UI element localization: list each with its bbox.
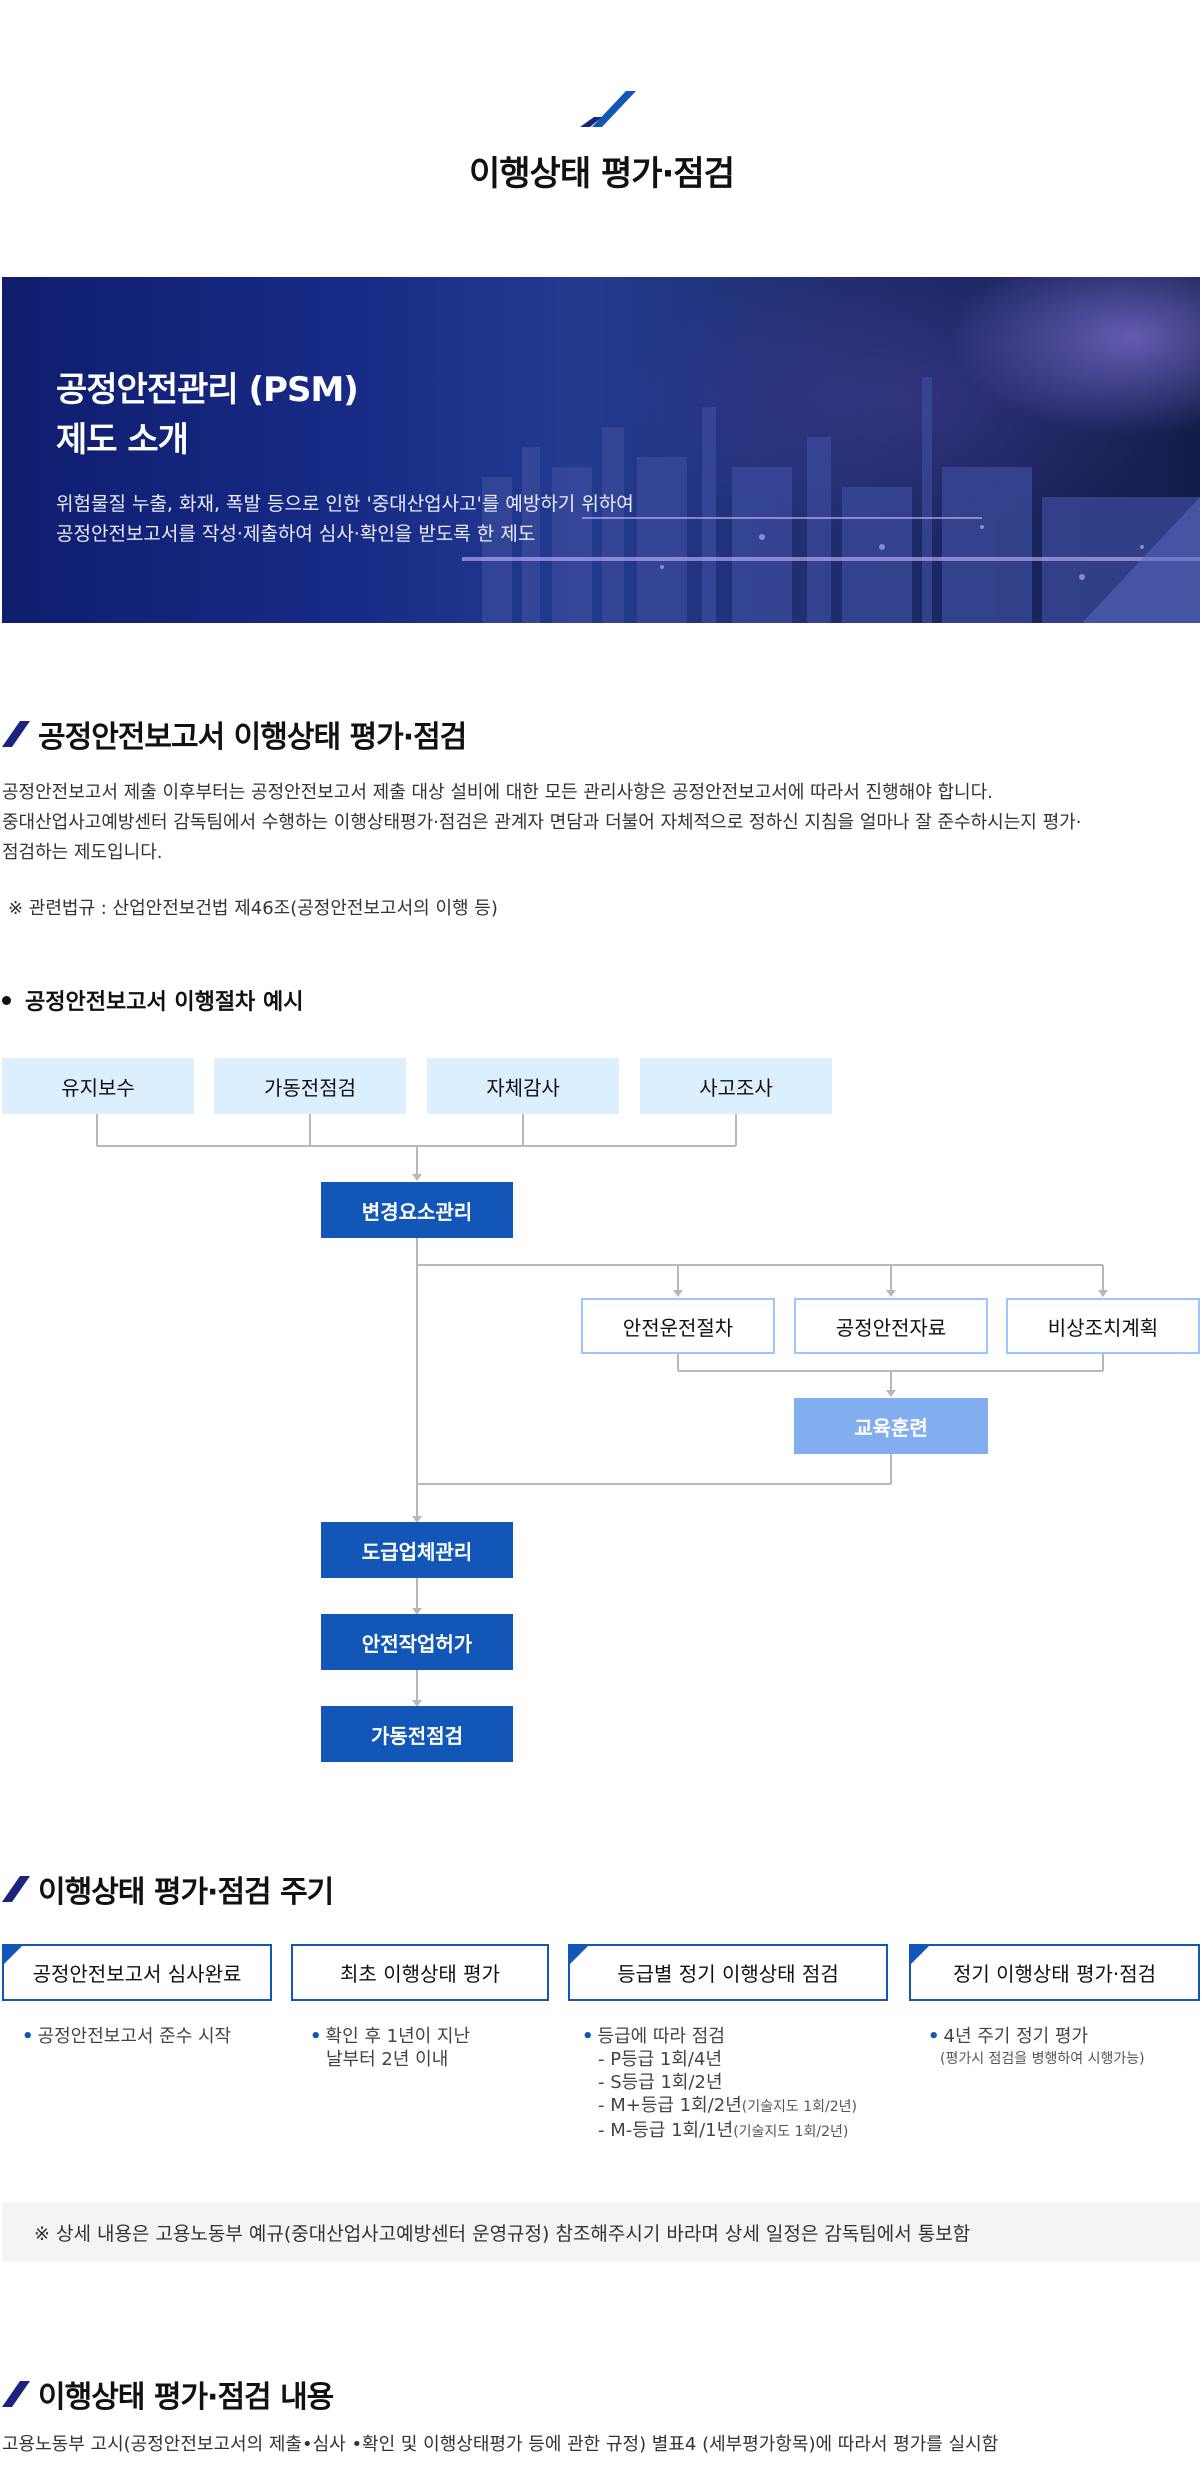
section-slash-icon (2, 721, 30, 747)
cycle-list-periodic-evaluation: •4년 주기 정기 평가 (평가시 점검을 병행하여 시행가능) (928, 2025, 1145, 2071)
list-item: 날부터 2년 이내 (326, 2049, 449, 2070)
flow-box-training: 교육훈련 (794, 1398, 988, 1454)
cycle-list-review-complete: •공정안전보고서 준수 시작 (22, 2025, 231, 2048)
section-title-text: 이행상태 평가·점검 주기 (38, 1875, 334, 1910)
list-item: 확인 후 1년이 지난 (325, 2026, 471, 2047)
law-note: ※ 관련법규 : 산업안전보건법 제46조(공정안전보고서의 이행 등) (8, 898, 498, 919)
section-slash-icon (2, 2381, 30, 2407)
banner-description: 위험물질 누출, 화재, 폭발 등으로 인한 '중대산업사고'를 예방하기 위하… (56, 489, 634, 549)
section-slash-icon (2, 1876, 30, 1902)
description-line2: 중대산업사고예방센터 감독팀에서 수행하는 이행상태평가·점검은 관계자 면담과… (2, 812, 1082, 833)
list-item-note: (기술지도 1회/2년) (733, 2124, 849, 2140)
description-line3: 점검하는 제도입니다. (2, 842, 163, 863)
section-title-content: 이행상태 평가·점검 내용 (2, 2372, 334, 2416)
inspection-description: 공정안전보고서 제출 이후부터는 공정안전보고서 제출 대상 설비에 대한 모든… (2, 778, 1192, 868)
list-item: 등급에 따라 점검 (597, 2026, 725, 2047)
cycle-card-initial-evaluation: 최초 이행상태 평가 (291, 1944, 549, 2001)
cycle-list-initial-evaluation: •확인 후 1년이 지난 날부터 2년 이내 (310, 2025, 470, 2071)
flow-box-safe-work-permit: 안전작업허가 (321, 1614, 513, 1670)
section-title-inspection: 공정안전보고서 이행상태 평가·점검 (2, 712, 467, 756)
brand-slash-icon (580, 91, 636, 127)
cycle-card-label: 공정안전보고서 심사완료 (32, 1962, 242, 1986)
section-title-text: 이행상태 평가·점검 내용 (38, 2380, 334, 2415)
psm-banner: 공정안전관리 (PSM) 제도 소개 위험물질 누출, 화재, 폭발 등으로 인… (2, 277, 1200, 623)
bullet-dot-icon (2, 995, 11, 1005)
flow-box-operating-procedure: 안전운전절차 (581, 1298, 775, 1354)
list-item: - M-등급 1회/1년 (598, 2120, 734, 2141)
content-description: 고용노동부 고시(공정안전보고서의 제출•심사 •확인 및 이행상태평가 등에 … (2, 2434, 999, 2455)
list-item: 공정안전보고서 준수 시작 (37, 2026, 232, 2047)
list-item-note: (기술지도 1회/2년) (741, 2099, 857, 2115)
cycle-card-review-complete: 공정안전보고서 심사완료 (2, 1944, 272, 2001)
cycle-card-label: 최초 이행상태 평가 (340, 1962, 500, 1986)
flow-box-process-safety-info: 공정안전자료 (794, 1298, 988, 1354)
flow-box-emergency-plan: 비상조치계획 (1006, 1298, 1200, 1354)
banner-title-line2: 제도 소개 (56, 420, 189, 460)
flow-box-pre-startup-inspection: 가동전점검 (321, 1706, 513, 1762)
refinery-skyline-image (462, 377, 1200, 623)
flow-box-accident-investigation: 사고조사 (640, 1058, 832, 1114)
banner-title-line1: 공정안전관리 (PSM) (56, 370, 359, 410)
list-item: - P등급 1회/4년 (598, 2049, 723, 2070)
cycle-list-grade-inspection: •등급에 따라 점검 - P등급 1회/4년 - S등급 1회/2년 - M+등… (582, 2025, 857, 2144)
list-item: - M+등급 1회/2년 (598, 2095, 742, 2116)
bullet-icon: • (310, 2026, 322, 2047)
cycle-info-box: ※ 상세 내용은 고용노동부 예규(중대산업사고예방센터 운영규정) 참조해주시… (2, 2202, 1200, 2262)
flow-box-maintenance: 유지보수 (2, 1058, 194, 1114)
bullet-icon: • (928, 2026, 940, 2047)
section-title-cycle: 이행상태 평가·점검 주기 (2, 1867, 334, 1911)
cycle-card-label: 정기 이행상태 평가·점검 (952, 1962, 1157, 1986)
list-item: 4년 주기 정기 평가 (943, 2026, 1089, 2047)
section-title-text: 공정안전보고서 이행상태 평가·점검 (38, 720, 467, 755)
list-item: - S등급 1회/2년 (598, 2072, 723, 2093)
cycle-card-periodic-evaluation: 정기 이행상태 평가·점검 (909, 1944, 1200, 2001)
banner-desc-line1: 위험물질 누출, 화재, 폭발 등으로 인한 '중대산업사고'를 예방하기 위하… (56, 493, 634, 515)
cycle-card-grade-inspection: 등급별 정기 이행상태 점검 (568, 1944, 888, 2001)
banner-desc-line2: 공정안전보고서를 작성·제출하여 심사·확인을 받도록 한 제도 (56, 523, 536, 545)
card-corner-icon (570, 1946, 588, 1964)
flow-box-self-audit: 자체감사 (427, 1058, 619, 1114)
flow-box-change-management: 변경요소관리 (321, 1182, 513, 1238)
flow-title: 공정안전보고서 이행절차 예시 (2, 984, 303, 1016)
page-title: 이행상태 평가·점검 (469, 154, 735, 194)
flow-box-pre-startup-check: 가동전점검 (214, 1058, 406, 1114)
card-corner-icon (911, 1946, 929, 1964)
flow-box-contractor-management: 도급업체관리 (321, 1522, 513, 1578)
list-item-note: (평가시 점검을 병행하여 시행가능) (940, 2051, 1145, 2067)
bullet-icon: • (22, 2026, 34, 2047)
banner-title: 공정안전관리 (PSM) 제도 소개 (56, 365, 359, 465)
description-line1: 공정안전보고서 제출 이후부터는 공정안전보고서 제출 대상 설비에 대한 모든… (2, 782, 993, 803)
cycle-card-label: 등급별 정기 이행상태 점검 (617, 1962, 839, 1986)
card-corner-icon (4, 1946, 22, 1964)
bullet-icon: • (582, 2026, 594, 2047)
flow-title-text: 공정안전보고서 이행절차 예시 (25, 990, 304, 1015)
